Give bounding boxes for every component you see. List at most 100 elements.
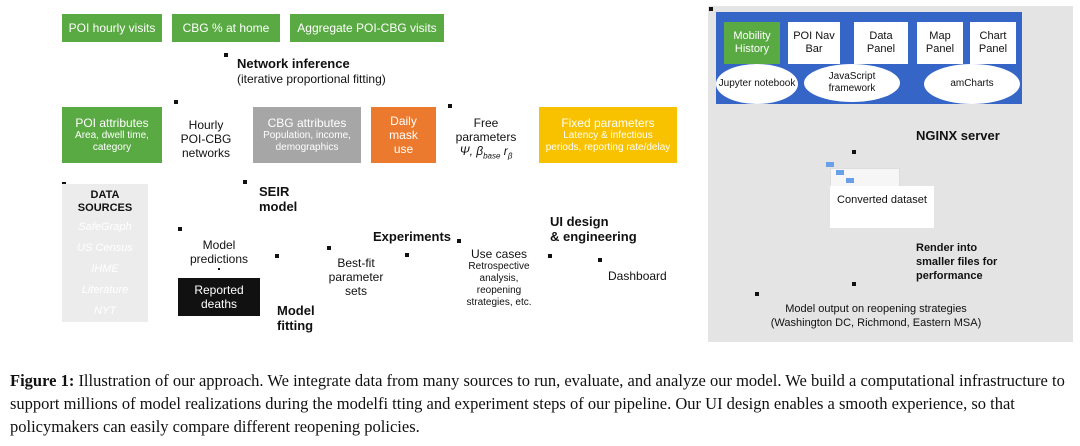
connector-dot <box>178 227 182 231</box>
best-fit-label: Best-fit parameter sets <box>326 256 386 298</box>
connector-dot <box>598 258 602 262</box>
seir-model-title: SEIR model <box>259 184 297 214</box>
tab-poi-nav-bar: POI Nav Bar <box>788 22 840 64</box>
connector-dot <box>852 282 856 286</box>
poi-cbg-line: POI-CBG <box>180 132 232 146</box>
seir-line: SEIR <box>259 184 290 199</box>
cbg-attributes-title: CBG attributes <box>267 116 347 130</box>
model-line: Model <box>202 238 236 252</box>
poi-hourly-visits-label: POI hourly visits <box>68 21 156 35</box>
legend-item-us-census: US Census <box>77 242 133 254</box>
jupyter-oval: Jupyter notebook <box>716 64 798 104</box>
hourly-networks-label: Hourly POI-CBG networks <box>172 118 240 160</box>
aggregate-visits-box: Aggregate POI-CBG visits <box>290 14 444 42</box>
model-output-label: Model output on reopening strategies (Wa… <box>756 302 996 330</box>
connector-dot <box>852 150 856 154</box>
caption-text: Illustration of our approach. We integra… <box>10 371 1065 436</box>
ui-design-title: UI design & engineering <box>550 214 637 244</box>
model-output-line-2: (Washington DC, Richmond, Eastern MSA) <box>770 317 982 329</box>
connector-dot <box>457 239 461 243</box>
poi-attributes-title: POI attributes <box>75 116 149 130</box>
data-sources-legend: DATA SOURCES SafeGraph US Census IHME Li… <box>62 184 148 322</box>
converted-dataset-label: Converted dataset <box>830 186 934 228</box>
data-sources-title: DATA SOURCES <box>62 189 148 215</box>
tab-map-panel: Map Panel <box>917 22 963 64</box>
figure-caption: Figure 1: Illustration of our approach. … <box>10 369 1072 438</box>
use-cases-detail: Retrospective analysis, reopening strate… <box>466 261 532 308</box>
best-fit-line: Best-fit <box>337 256 375 270</box>
tab-mobility-history: Mobility History <box>724 22 780 64</box>
connector-dot <box>218 268 220 270</box>
fitting-line: fitting <box>277 318 314 333</box>
connector-dot <box>243 180 247 184</box>
cbg-attributes-detail: Population, income, demographics <box>263 130 351 153</box>
ui-design-line: UI design <box>550 214 609 229</box>
connector-dot <box>224 53 228 57</box>
predictions-line: predictions <box>189 252 249 266</box>
free-parameters-symbols: Ψ, βbase rβ <box>446 144 526 163</box>
connector-dot <box>448 104 452 108</box>
connector-dot <box>275 254 279 258</box>
free-parameters-label: Free parameters Ψ, βbase rβ <box>446 116 526 163</box>
legend-item-ihme: IHME <box>91 263 119 275</box>
symbol-sub-base: base <box>483 151 501 161</box>
use-cases-label: Use cases Retrospective analysis, reopen… <box>460 247 538 309</box>
tab-data-panel: Data Panel <box>854 22 908 64</box>
parameter-line: parameter <box>328 270 384 284</box>
file-icon <box>826 162 834 167</box>
cbg-at-home-box: CBG % at home <box>172 14 280 42</box>
cbg-attributes-box: CBG attributes Population, income, demog… <box>253 107 361 163</box>
connector-dot <box>755 292 759 296</box>
model-line: model <box>259 199 298 214</box>
render-line-1: Render into <box>916 242 978 254</box>
engineering-line: & engineering <box>550 229 637 244</box>
symbol-sub-beta: β <box>507 151 513 161</box>
symbol-psi-beta: Ψ, β <box>459 144 484 158</box>
model-line: Model <box>277 303 315 318</box>
amcharts-oval: amCharts <box>924 64 1020 104</box>
model-fitting-title: Model fitting <box>277 303 315 333</box>
hourly-line: Hourly <box>188 118 224 132</box>
fixed-parameters-title: Fixed parameters <box>561 116 655 130</box>
legend-item-safegraph: SafeGraph <box>78 221 132 233</box>
model-predictions-label: Model predictions <box>178 238 260 266</box>
use-cases-title: Use cases <box>470 247 528 261</box>
poi-hourly-visits-box: POI hourly visits <box>62 14 162 42</box>
reported-deaths-label: Reported deaths <box>194 283 244 311</box>
reported-deaths-box: Reported deaths <box>178 278 260 316</box>
nginx-server-title: NGINX server <box>916 128 1000 143</box>
model-output-line-1: Model output on reopening strategies <box>785 303 967 315</box>
network-inference-title: Network inference <box>237 56 350 71</box>
caption-label: Figure 1: <box>10 371 75 390</box>
cbg-at-home-label: CBG % at home <box>182 21 270 35</box>
symbol-r: r <box>500 144 508 158</box>
fixed-parameters-detail: Latency & infectious periods, reporting … <box>545 130 671 153</box>
file-icon <box>846 178 854 183</box>
data-sources-title-text: DATA SOURCES <box>77 189 133 214</box>
connector-dot <box>709 7 713 11</box>
render-line-2: smaller files for <box>916 256 998 268</box>
networks-line: networks <box>181 146 231 160</box>
connector-dot <box>327 246 331 250</box>
daily-mask-label: Daily mask use <box>389 114 418 156</box>
network-inference-subtitle: (iterative proportional fitting) <box>237 72 386 86</box>
render-line-3: performance <box>916 270 983 282</box>
daily-mask-box: Daily mask use <box>371 107 436 163</box>
sets-line: sets <box>344 284 367 298</box>
file-icon <box>836 170 844 175</box>
aggregate-visits-label: Aggregate POI-CBG visits <box>297 21 437 35</box>
fixed-parameters-box: Fixed parameters Latency & infectious pe… <box>539 107 677 163</box>
experiments-title: Experiments <box>373 229 452 244</box>
legend-item-literature: Literature <box>81 284 129 296</box>
free-line: Free <box>473 116 499 130</box>
poi-attributes-detail: Area, dwell time, category <box>75 130 149 153</box>
poi-attributes-box: POI attributes Area, dwell time, categor… <box>62 107 162 163</box>
tab-chart-panel: Chart Panel <box>970 22 1016 64</box>
connector-dot <box>174 100 178 104</box>
legend-item-nyt: NYT <box>94 305 116 317</box>
parameters-line: parameters <box>455 130 517 144</box>
connector-dot <box>405 253 409 257</box>
dashboard-label: Dashboard <box>608 269 667 283</box>
connector-dot <box>548 254 552 258</box>
javascript-oval: JavaScript framework <box>804 64 900 102</box>
